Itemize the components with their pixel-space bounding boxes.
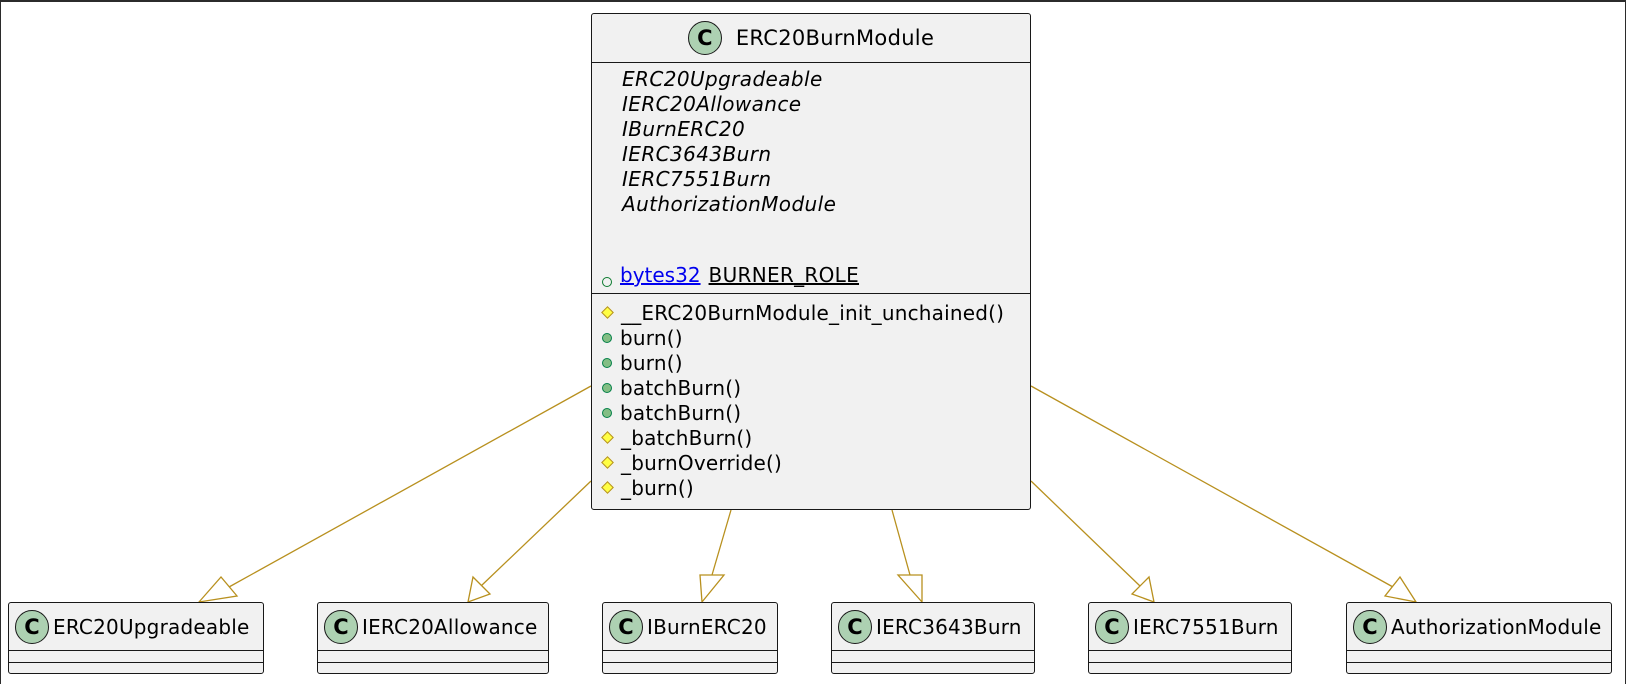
parent-item: IERC3643Burn xyxy=(622,142,772,166)
method-name: burn() xyxy=(620,325,683,350)
class-ierc20allowance[interactable]: C IERC20Allowance xyxy=(317,602,549,674)
class-badge-icon: C xyxy=(838,609,872,644)
edge-ierc7551burn xyxy=(1030,480,1155,604)
parent-item: IBurnERC20 xyxy=(622,117,746,141)
edge-erc20upgradeable xyxy=(197,385,592,603)
class-name: IERC7551Burn xyxy=(1133,614,1279,639)
method-item: burn() xyxy=(602,325,1030,350)
empty-field-section xyxy=(832,651,1034,663)
empty-field-section xyxy=(603,651,777,663)
class-erc20upgradeable[interactable]: C ERC20Upgradeable xyxy=(8,602,264,674)
edge-ierc20allowance xyxy=(467,480,592,604)
class-iburnerc20[interactable]: C IBurnERC20 xyxy=(602,602,778,674)
method-item: _burn() xyxy=(601,475,1030,500)
class-badge-icon: C xyxy=(15,609,49,644)
class-header: C IBurnERC20 xyxy=(603,603,777,651)
class-name: IERC20Allowance xyxy=(362,614,538,639)
method-name: _burn() xyxy=(621,475,694,500)
empty-field-section xyxy=(9,651,263,663)
class-name: IERC3643Burn xyxy=(876,614,1022,639)
class-header: C ERC20Upgradeable xyxy=(9,603,263,651)
public-field-icon xyxy=(602,277,612,287)
class-name: ERC20BurnModule xyxy=(735,26,935,50)
public-method-icon xyxy=(602,382,612,393)
method-name: burn() xyxy=(620,350,683,375)
parent-list: ERC20Upgradeable IERC20Allowance IBurnER… xyxy=(592,63,1030,239)
public-method-icon xyxy=(602,407,612,418)
class-name: IBurnERC20 xyxy=(647,614,767,639)
class-badge-icon: C xyxy=(1095,609,1129,644)
protected-method-icon xyxy=(601,306,614,319)
protected-method-icon xyxy=(601,481,614,494)
field-section: bytes32 BURNER_ROLE xyxy=(592,239,1030,294)
method-list: __ERC20BurnModule_init_unchained() burn(… xyxy=(592,294,1030,500)
parent-item: AuthorizationModule xyxy=(622,192,837,216)
field-type-link[interactable]: bytes32 xyxy=(620,263,701,287)
method-name: __ERC20BurnModule_init_unchained() xyxy=(621,300,1005,325)
empty-field-section xyxy=(1347,651,1611,663)
empty-field-section xyxy=(318,651,548,663)
class-header: C IERC20Allowance xyxy=(318,603,548,651)
edge-ierc3643burn xyxy=(891,509,923,604)
method-item: __ERC20BurnModule_init_unchained() xyxy=(601,300,1030,325)
method-item: batchBurn() xyxy=(602,375,1030,400)
class-erc20burnmodule[interactable]: C ERC20BurnModule ERC20Upgradeable IERC2… xyxy=(591,13,1031,510)
class-ierc3643burn[interactable]: C IERC3643Burn xyxy=(831,602,1035,674)
method-item: batchBurn() xyxy=(602,400,1030,425)
class-header: C IERC3643Burn xyxy=(832,603,1034,651)
class-name: ERC20Upgradeable xyxy=(53,614,250,639)
method-name: _batchBurn() xyxy=(621,425,753,450)
parent-item: ERC20Upgradeable xyxy=(622,67,823,91)
public-method-icon xyxy=(602,332,612,343)
class-badge-icon: C xyxy=(324,609,358,644)
protected-method-icon xyxy=(601,456,614,469)
class-ierc7551burn[interactable]: C IERC7551Burn xyxy=(1088,602,1292,674)
class-header: C AuthorizationModule xyxy=(1347,603,1611,651)
class-badge-icon: C xyxy=(609,609,643,644)
edge-authorizationmodule xyxy=(1030,385,1418,603)
field-name: BURNER_ROLE xyxy=(708,263,860,287)
parent-item: IERC20Allowance xyxy=(622,92,802,116)
class-authorizationmodule[interactable]: C AuthorizationModule xyxy=(1346,602,1612,674)
method-name: _burnOverride() xyxy=(621,450,783,475)
method-item: burn() xyxy=(602,350,1030,375)
class-badge-icon: C xyxy=(1353,609,1387,644)
method-name: batchBurn() xyxy=(620,375,742,400)
method-item: _burnOverride() xyxy=(601,450,1030,475)
edge-iburnerc20 xyxy=(699,509,732,604)
method-item: _batchBurn() xyxy=(601,425,1030,450)
class-header: C IERC7551Burn xyxy=(1089,603,1291,651)
empty-field-section xyxy=(1089,651,1291,663)
public-method-icon xyxy=(602,357,612,368)
method-name: batchBurn() xyxy=(620,400,742,425)
class-name: AuthorizationModule xyxy=(1391,614,1602,639)
parent-item: IERC7551Burn xyxy=(622,167,772,191)
protected-method-icon xyxy=(601,431,614,444)
class-badge-icon: C xyxy=(687,21,722,55)
class-header: C ERC20BurnModule xyxy=(592,14,1030,63)
